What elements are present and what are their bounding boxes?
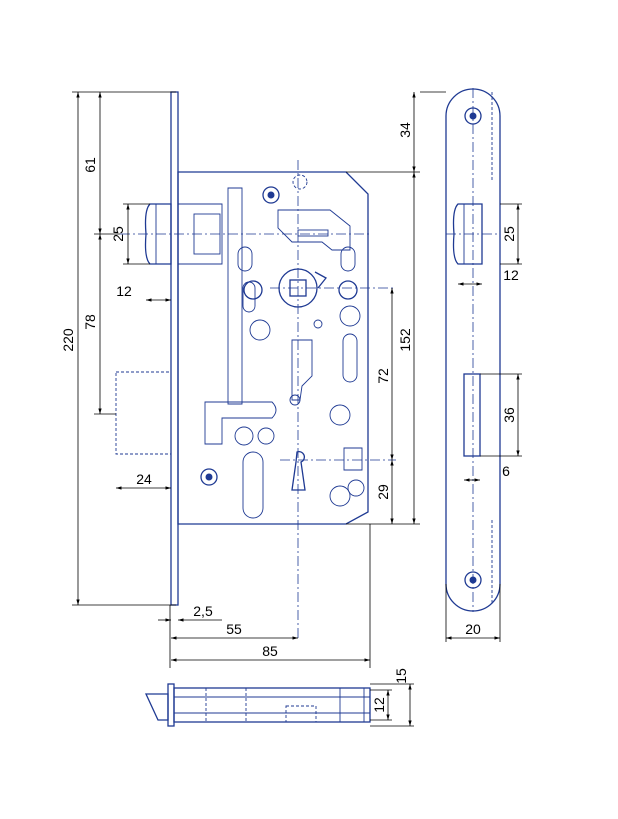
dim-overall-height: 220 bbox=[60, 328, 76, 352]
dim-latch-height: 25 bbox=[110, 226, 126, 242]
dim-case-thickness: 12 bbox=[371, 697, 387, 713]
strike-plate-view bbox=[445, 88, 501, 612]
internal-parts bbox=[234, 305, 365, 519]
dimension-lines bbox=[72, 91, 522, 727]
dim-strike-width: 20 bbox=[465, 621, 481, 637]
dim-follower-to-key: 72 bbox=[375, 368, 391, 384]
dim-bolt-projection: 24 bbox=[136, 471, 152, 487]
dim-case-depth: 85 bbox=[262, 643, 278, 659]
dim-strike-latch-depth: 12 bbox=[503, 267, 519, 283]
follower-hub bbox=[243, 268, 358, 308]
strike-bolt bbox=[463, 373, 481, 457]
front-view bbox=[115, 91, 396, 640]
dim-top-to-case: 34 bbox=[397, 122, 413, 138]
side-view bbox=[144, 683, 371, 727]
case-side bbox=[173, 687, 371, 723]
dim-body-thickness: 15 bbox=[393, 668, 409, 684]
dim-strike-latch-height: 25 bbox=[501, 226, 517, 242]
bolt-bar bbox=[204, 401, 277, 445]
dim-backset: 55 bbox=[226, 621, 242, 637]
dim-strike-bolt-height: 36 bbox=[501, 407, 517, 423]
keyhole bbox=[291, 450, 306, 491]
dim-case-height: 152 bbox=[397, 328, 413, 352]
dim-faceplate-thickness: 2,5 bbox=[193, 603, 213, 619]
dead-bolt bbox=[115, 371, 172, 455]
dim-latch-to-bolt: 78 bbox=[82, 314, 98, 330]
strike-latch bbox=[452, 203, 483, 265]
screw-holes bbox=[200, 174, 308, 486]
dim-key-to-bottom: 29 bbox=[375, 484, 391, 500]
lock-case bbox=[177, 171, 369, 525]
springs bbox=[237, 246, 356, 313]
dimension-labels: 220 61 78 25 12 24 34 152 72 29 2,5 55 8… bbox=[60, 122, 519, 713]
dim-strike-bolt-depth: 6 bbox=[502, 463, 510, 479]
faceplate bbox=[170, 91, 179, 606]
dim-latch-projection: 12 bbox=[116, 283, 132, 299]
dim-top-to-latch: 61 bbox=[82, 157, 98, 173]
